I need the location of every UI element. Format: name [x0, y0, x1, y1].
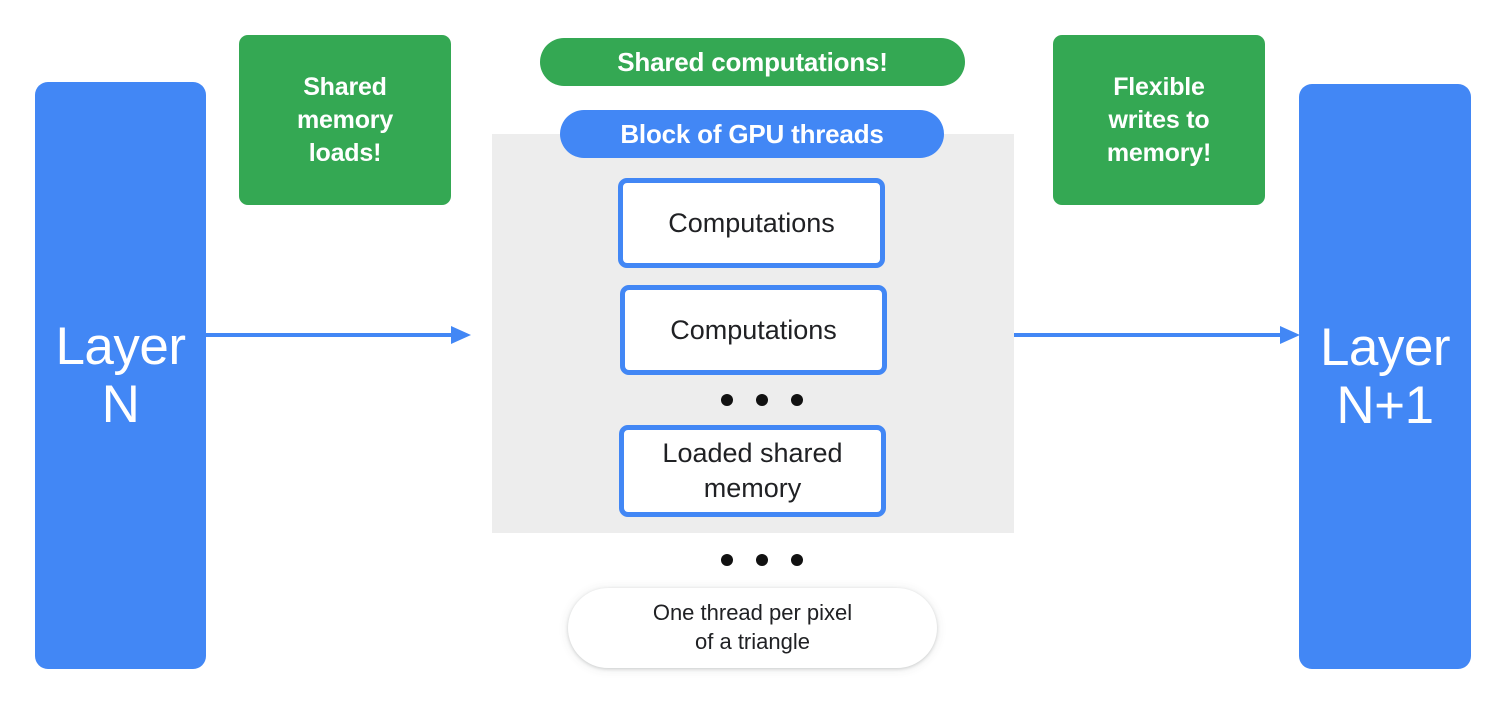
layer-n-block: Layer N — [35, 82, 206, 669]
pill-one-thread-line1: One thread per pixel — [652, 600, 853, 626]
thread-box-label-line2: memory — [703, 473, 802, 503]
pill-shared-computations: Shared computations! — [540, 38, 965, 86]
callout-shared-memory-loads-text: Shared memory loads! — [297, 71, 393, 170]
thread-box-label: Computations — [668, 207, 835, 238]
ellipsis-dot — [791, 554, 803, 566]
layer-n-plus-1-label-line2: N+1 — [1336, 375, 1434, 435]
ellipsis-below-block — [721, 554, 803, 566]
pill-shared-computations-label: Shared computations! — [617, 46, 888, 77]
ellipsis-dot — [756, 554, 768, 566]
ellipsis-dot — [721, 554, 733, 566]
pill-block-of-gpu-threads: Block of GPU threads — [560, 110, 944, 158]
pill-one-thread-per-pixel: One thread per pixel of a triangle — [568, 588, 937, 668]
thread-box-computations-1: Computations — [618, 178, 885, 268]
thread-box-label: Computations — [670, 314, 837, 345]
ellipsis-dot — [791, 394, 803, 406]
thread-box-label-line1: Loaded shared — [662, 438, 843, 469]
callout-line-1: Flexible — [1113, 72, 1205, 101]
layer-n-plus-1-label: Layer N+1 — [1316, 319, 1454, 433]
callout-flexible-writes-text: Flexible writes to memory! — [1107, 71, 1211, 170]
thread-box-loaded-shared-memory: Loaded shared memory — [619, 425, 886, 517]
ellipsis-dot — [756, 394, 768, 406]
layer-n-plus-1-label-line1: Layer — [1319, 318, 1451, 378]
callout-shared-memory-loads: Shared memory loads! — [239, 35, 451, 205]
arrow-right-icon — [1014, 326, 1300, 344]
layer-n-plus-1-block: Layer N+1 — [1299, 84, 1471, 669]
pill-one-thread-label: One thread per pixel of a triangle — [653, 599, 852, 656]
callout-line-1: Shared — [303, 72, 387, 101]
callout-line-2: memory — [296, 105, 394, 134]
ellipsis-within-block — [721, 394, 803, 406]
callout-flexible-writes-to-memory: Flexible writes to memory! — [1053, 35, 1265, 205]
thread-box-computations-2: Computations — [620, 285, 887, 375]
layer-n-label-line2: N — [101, 374, 140, 434]
pill-one-thread-line2: of a triangle — [695, 629, 810, 654]
ellipsis-dot — [721, 394, 733, 406]
arrow-layer-n-to-block — [205, 324, 471, 346]
callout-line-3: memory! — [1106, 138, 1212, 167]
thread-box-label: Loaded shared memory — [662, 436, 842, 505]
layer-n-label-line1: Layer — [55, 317, 186, 377]
layer-n-label: Layer N — [51, 318, 189, 432]
callout-line-3: loads! — [308, 138, 382, 167]
pill-block-of-gpu-threads-label: Block of GPU threads — [620, 118, 884, 149]
arrow-left-icon — [205, 326, 471, 344]
callout-line-2: writes to — [1108, 105, 1210, 134]
arrow-block-to-layer-n1 — [1014, 324, 1300, 346]
